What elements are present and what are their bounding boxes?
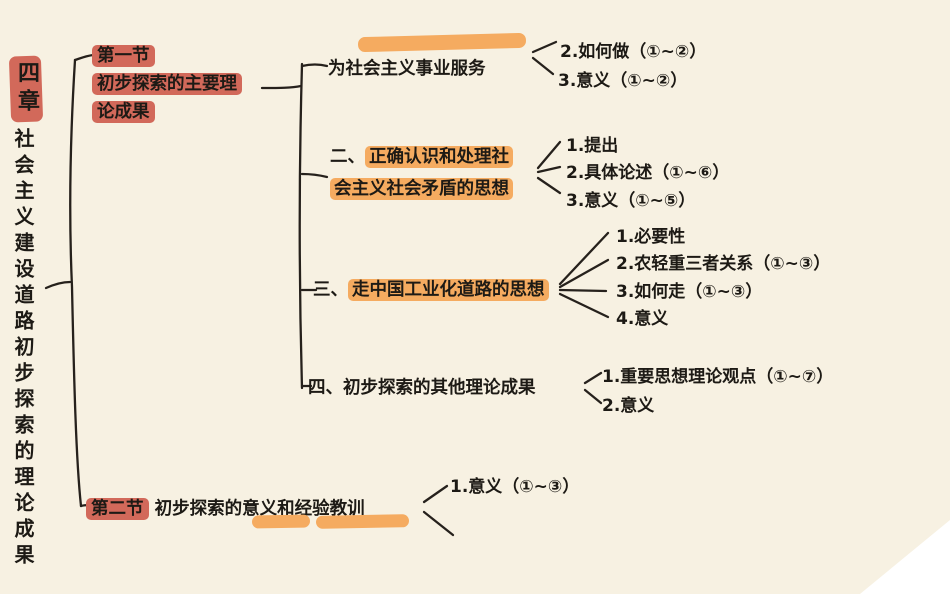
branch-item: 1.提出 (566, 136, 619, 156)
branch2-title: 二、正确认识和处理社会主义社会矛盾的思想 (330, 141, 526, 205)
branch-item: 1.重要思想理论观点（①~⑦） (602, 367, 834, 387)
branch1-title: 为社会主义事业服务 (328, 59, 486, 79)
branch-item: 2.具体论述（①~⑥） (566, 163, 730, 183)
chapter-title: 社会主义建设道路初步探索的理论成果 (11, 128, 35, 570)
branch-item: 3.意义（①~⑤） (566, 191, 696, 211)
page-corner (860, 520, 950, 594)
chapter-number: 四章 (14, 61, 39, 117)
branch-item: 2.意义 (602, 396, 655, 416)
branch4-title: 四、初步探索的其他理论成果 (308, 374, 536, 402)
branch3-prefix: 三、 (313, 280, 348, 300)
branch3-title-text: 走中国工业化道路的思想 (348, 279, 549, 301)
branch2-prefix: 二、 (330, 147, 365, 167)
branch4-prefix: 四、 (308, 378, 343, 398)
highlight-bar-top (357, 32, 527, 53)
branch-item: 3.意义（①~②） (558, 71, 688, 91)
branch4-title-text: 初步探索的其他理论成果 (343, 378, 536, 398)
branch-item: 1.意义（①~③） (450, 477, 580, 497)
highlight-bar-underline-2 (315, 514, 410, 529)
section2-label: 第二节 (86, 498, 149, 520)
section1-label: 第一节 (92, 42, 252, 70)
branch-item: 3.如何走（①~③） (616, 282, 763, 302)
branch-item: 1.必要性 (616, 227, 686, 247)
branch3-title: 三、走中国工业化道路的思想 (313, 276, 549, 304)
highlight-bar-underline-1 (251, 514, 311, 529)
branch-item: 2.如何做（①~②） (560, 42, 707, 62)
section1-title: 初步探索的主要理论成果 (92, 70, 252, 126)
section2-title: 初步探索的意义和经验教训 (154, 499, 365, 519)
section1-node: 第一节 初步探索的主要理论成果 (92, 42, 252, 126)
section2-node: 第二节 初步探索的意义和经验教训 (86, 495, 365, 523)
branch-item: 4.意义 (616, 309, 669, 329)
branch-item: 2.农轻重三者关系（①~③） (616, 254, 831, 274)
